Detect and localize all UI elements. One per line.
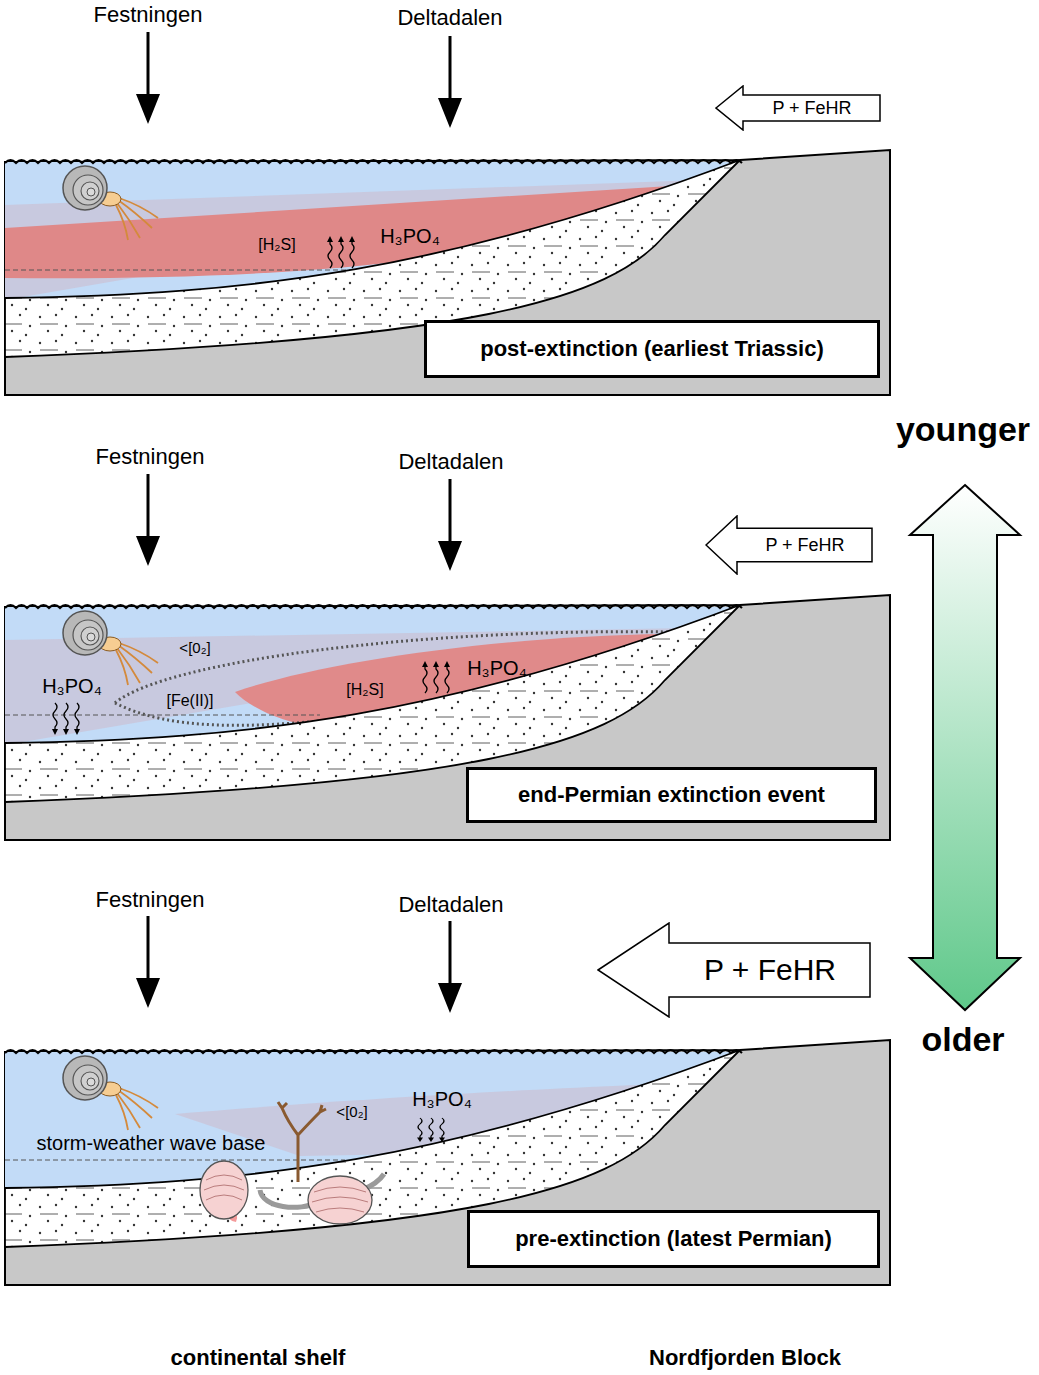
- label-text: H₃PO₄: [467, 657, 527, 680]
- panel-title-box: post-extinction (earliest Triassic): [424, 320, 880, 378]
- flux-arrow: P + FeHR: [715, 85, 881, 131]
- label-text: Deltadalen: [398, 892, 503, 917]
- time-arrow: [910, 485, 1020, 1010]
- block-arrow-path: [716, 86, 880, 130]
- flux-arrow: P + FeHR: [705, 515, 873, 575]
- panel-end-permian: [5, 595, 890, 840]
- label-text: Nordfjorden Block: [649, 1345, 841, 1370]
- panel-title-box: pre-extinction (latest Permian): [467, 1210, 880, 1268]
- panel-post-extinction: [5, 32, 890, 395]
- label-text: [H₂S]: [346, 681, 383, 699]
- block-arrow-path: [598, 923, 870, 1017]
- flux-arrow: P + FeHR: [597, 922, 871, 1018]
- block-arrow-path: [706, 516, 872, 574]
- label-text: storm-weather wave base: [37, 1132, 266, 1155]
- label-text: <[0₂]: [179, 639, 210, 656]
- label-text: continental shelf: [171, 1345, 346, 1370]
- label-text: younger: [896, 410, 1030, 449]
- label-text: Festningen: [96, 444, 205, 469]
- label-text: Deltadalen: [398, 449, 503, 474]
- node-text: P + FeHR: [704, 953, 836, 988]
- label-text: Deltadalen: [397, 5, 502, 30]
- label-text: older: [921, 1020, 1004, 1059]
- label-text: H₃PO₄: [412, 1088, 472, 1111]
- label-text: Festningen: [94, 2, 203, 27]
- label-text: [Fe(II)]: [166, 692, 213, 710]
- label-text: [H₂S]: [258, 236, 295, 254]
- label-text: <[0₂]: [336, 1103, 367, 1120]
- label-text: H₃PO₄: [42, 675, 102, 698]
- node-text: end-Permian extinction event: [518, 782, 825, 807]
- panel-title-box: end-Permian extinction event: [466, 767, 877, 823]
- node-text: post-extinction (earliest Triassic): [480, 336, 824, 361]
- node-text: P + FeHR: [765, 535, 844, 556]
- node-text: pre-extinction (latest Permian): [515, 1226, 832, 1251]
- panel-pre-extinction: [5, 1040, 890, 1285]
- label-text: Festningen: [96, 887, 205, 912]
- node-text: P + FeHR: [772, 98, 851, 119]
- label-text: H₃PO₄: [380, 225, 440, 248]
